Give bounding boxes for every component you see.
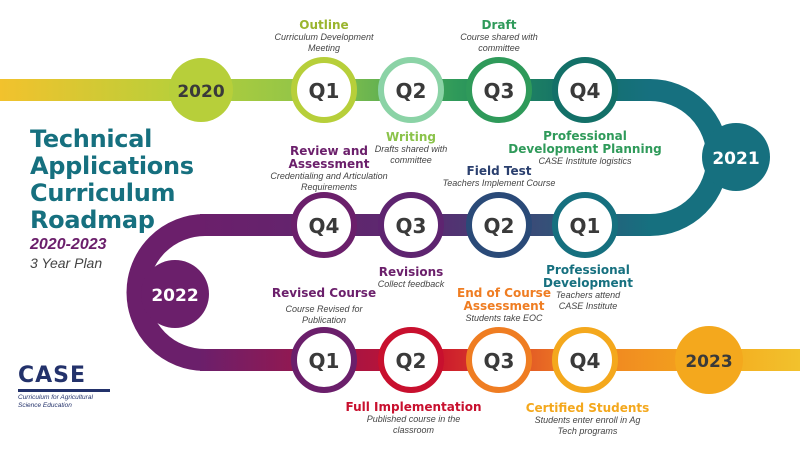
case-logo: CASE Curriculum for Agricultural Science… [18, 364, 128, 410]
year-2021-circle: 2021 [702, 123, 770, 191]
milestone-description: Drafts shared with committee [374, 144, 448, 165]
milestone-description: Teachers Implement Course [442, 178, 556, 188]
milestone-outline: Outline Curriculum Development Meeting [254, 19, 394, 54]
milestone-heading: Revisions [378, 265, 444, 279]
milestone-description: Students enter enroll in Ag Tech program… [534, 415, 641, 436]
quarter-label: Q2 [484, 214, 515, 238]
title-line: Roadmap [30, 206, 155, 234]
milestone-description: Course shared with committee [460, 32, 538, 53]
milestone-heading: Review and Assessment [288, 144, 370, 171]
milestone-full-implementation: Full Implementation Published course in … [341, 401, 486, 436]
quarter-label: Q1 [570, 214, 601, 238]
case-logo-underline [18, 389, 110, 392]
milestone-description: Credentialing and Articulation Requireme… [270, 171, 388, 192]
milestone-writing: Writing Drafts shared with committee [341, 131, 481, 166]
quarter-label: Q1 [309, 349, 340, 373]
quarter-label: Q4 [570, 349, 601, 373]
quarter-circle-2022-q4: Q4 [552, 327, 618, 393]
quarter-label: Q3 [484, 79, 515, 103]
title-block: Technical Applications Curriculum Roadma… [30, 125, 194, 272]
milestone-description: Students take EOC [465, 313, 543, 323]
milestone-description: Collect feedback [377, 279, 445, 289]
milestone-revised-course: Revised Course Course Revised for Public… [254, 287, 394, 326]
title-line: Curriculum [30, 179, 176, 207]
milestone-heading: Field Test [466, 164, 532, 178]
milestone-certified-students: Certified Students Students enter enroll… [525, 402, 650, 437]
milestone-heading: Professional Development Planning [508, 129, 662, 156]
quarter-label: Q3 [396, 214, 427, 238]
quarter-label: Q2 [396, 79, 427, 103]
quarter-circle-2022-q1: Q1 [291, 327, 357, 393]
quarter-circle-2021-q1: Q1 [552, 192, 618, 258]
track-curve-left [126, 214, 206, 371]
year-2023-label: 2023 [685, 352, 732, 372]
milestone-heading: Writing [385, 130, 437, 144]
milestone-revisions: Revisions Collect feedback [341, 266, 481, 290]
milestone-field-test: Field Test Teachers Implement Course [429, 165, 569, 189]
year-2020-circle: 2020 [169, 58, 233, 122]
title-line: Applications [30, 152, 194, 180]
milestone-description: Published course in the classroom [366, 414, 461, 435]
quarter-circle-2020-q3: Q3 [466, 57, 532, 123]
year-2020-label: 2020 [177, 82, 224, 102]
milestone-heading: Full Implementation [345, 400, 482, 414]
quarter-circle-2021-q2: Q2 [466, 192, 532, 258]
milestone-description: Curriculum Development Meeting [274, 32, 374, 53]
milestone-heading: Certified Students [525, 401, 650, 415]
milestone-description: Course Revised for Publication [285, 304, 363, 325]
year-2021-label: 2021 [712, 149, 759, 169]
milestone-heading: Professional Development [543, 263, 633, 290]
quarter-label: Q1 [309, 79, 340, 103]
year-2022-label: 2022 [151, 286, 198, 306]
title-line: Technical [30, 125, 153, 153]
year-2023-circle: 2023 [675, 326, 743, 394]
milestone-draft: Draft Course shared with committee [429, 19, 569, 54]
quarter-circle-2022-q2: Q2 [378, 327, 444, 393]
quarter-label: Q4 [309, 214, 340, 238]
quarter-circle-2021-q4: Q4 [291, 192, 357, 258]
case-logo-wordmark: CASE [18, 363, 87, 388]
milestone-heading: Draft [481, 18, 517, 32]
milestone-heading: Outline [299, 18, 349, 32]
milestone-heading: End of Course Assessment [457, 286, 551, 313]
milestone-pd-planning: Professional Development Planning CASE I… [505, 130, 665, 167]
quarter-label: Q2 [396, 349, 427, 373]
milestone-heading: Revised Course [271, 286, 377, 300]
year-2022-circle: 2022 [141, 260, 209, 328]
milestone-description: CASE Institute logistics [538, 156, 632, 166]
milestone-description: Teachers attend CASE Institute [555, 290, 621, 311]
milestone-professional-development: Professional Development Teachers attend… [508, 264, 668, 312]
quarter-circle-2020-q4: Q4 [552, 57, 618, 123]
quarter-label: Q3 [484, 349, 515, 373]
quarter-circle-2020-q1: Q1 [291, 57, 357, 123]
milestone-review-assessment: Review and Assessment Credentialing and … [249, 145, 409, 193]
milestone-end-of-course: End of Course Assessment Students take E… [434, 287, 574, 324]
quarter-circle-2020-q2: Q2 [378, 57, 444, 123]
title-plan: 3 Year Plan [30, 255, 103, 271]
quarter-circle-2021-q3: Q3 [378, 192, 444, 258]
case-logo-tagline: Science Education [18, 402, 72, 409]
quarter-label: Q4 [570, 79, 601, 103]
case-logo-tagline: Curriculum for Agricultural [18, 394, 93, 401]
title-years: 2020-2023 [30, 236, 107, 253]
quarter-circle-2022-q3: Q3 [466, 327, 532, 393]
